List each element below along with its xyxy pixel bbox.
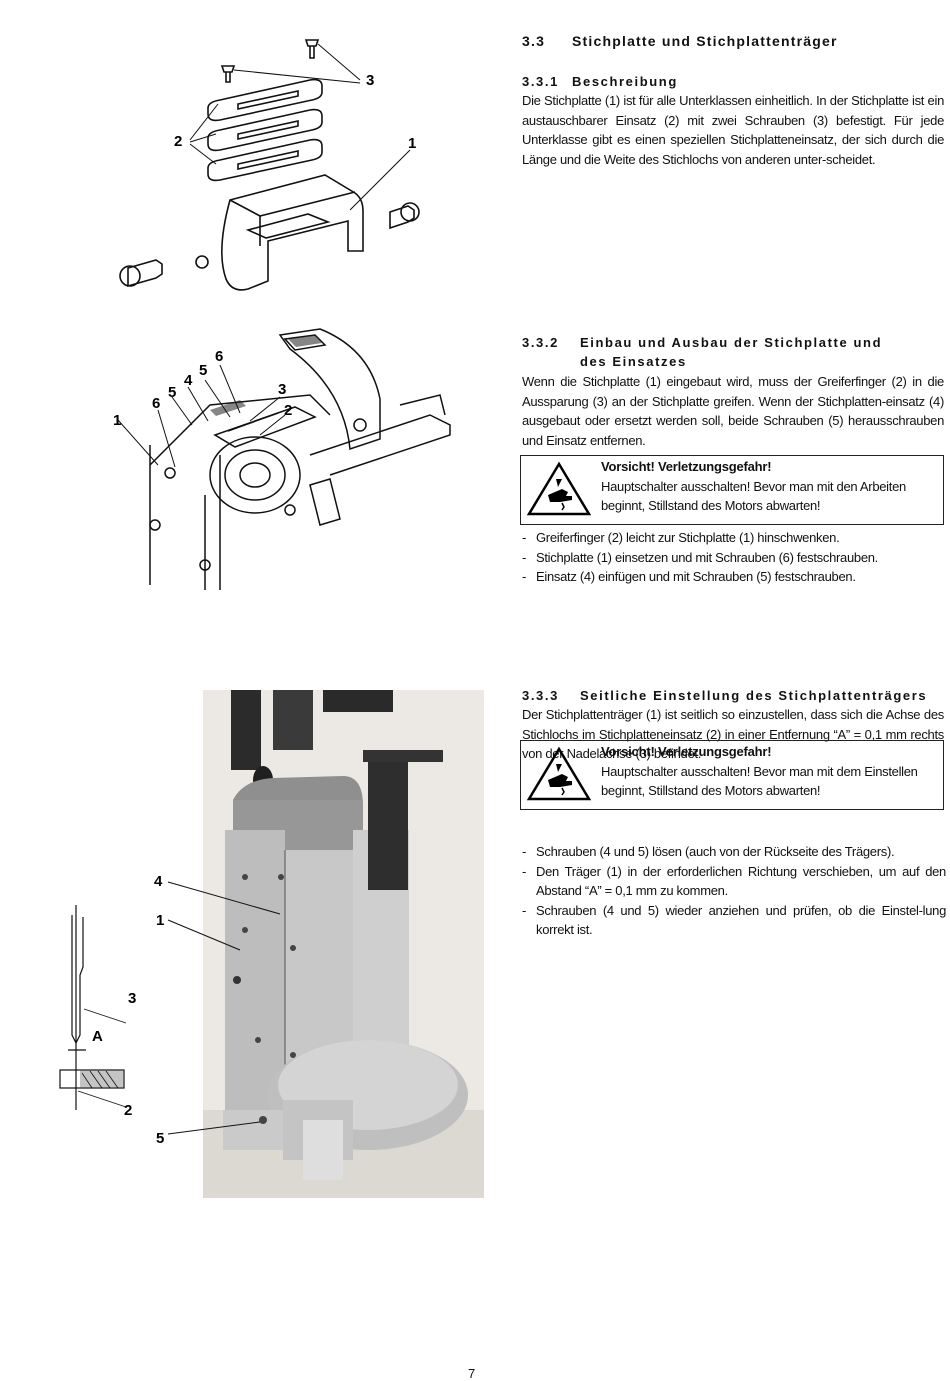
list-dash: - [522, 863, 527, 879]
fig2-label-screws5b: 5 [199, 362, 208, 379]
fig2-label-finger: 2 [284, 402, 293, 419]
list-dash: - [522, 902, 527, 918]
list-dash: - [522, 549, 527, 565]
subsection-2-text: Wenn die Stichplatte (1) eingebaut wird,… [522, 374, 944, 448]
warning-1-title: Vorsicht! Verletzungsgefahr! [601, 459, 772, 474]
page-number: 7 [468, 1366, 476, 1381]
list-item: -Stichplatte (1) einsetzen und mit Schra… [522, 548, 946, 568]
section-heading: 3.3 Stichplatte und Stichplattenträger [522, 33, 838, 49]
photo-leader-lines [167, 881, 281, 1135]
warning-1-text: Hauptschalter ausschalten! Bevor man mit… [601, 479, 906, 513]
fig3-label-screw4: 4 [154, 873, 163, 890]
fig2-label-recess: 3 [278, 381, 287, 398]
section-number: 3.3 [522, 33, 546, 49]
subsection-1-title: Beschreibung [572, 74, 678, 89]
warning-box-2: Vorsicht! Verletzungsgefahr! Hauptschalt… [520, 740, 944, 810]
step-text: Stichplatte (1) einsetzen und mit Schrau… [536, 549, 878, 565]
subsection-3-text: Der Stichplattenträger (1) ist seitlich … [522, 707, 944, 761]
fig2-label-screws6b: 6 [215, 348, 224, 365]
list-item: -Schrauben (4 und 5) wieder anziehen und… [522, 901, 946, 940]
fig2-label-screws6a: 6 [152, 395, 161, 412]
subsection-1-number: 3.3.1 [522, 74, 559, 89]
list-item: -Greiferfinger (2) leicht zur Stichplatt… [522, 528, 946, 548]
fig1-label-plate: 1 [408, 135, 417, 152]
stitch-plate-installation-drawing [117, 328, 451, 590]
subsection-2-heading: 3.3.2 Einbau und Ausbau der Stichplatte u… [522, 333, 882, 371]
section-title: Stichplatte und Stichplattenträger [572, 33, 838, 49]
fig1-label-insert: 2 [174, 133, 183, 150]
list-item: -Einsatz (4) einfügen und mit Schrauben … [522, 567, 946, 587]
list-dash: - [522, 530, 527, 545]
fig2-label-plate: 1 [113, 412, 122, 429]
subsection-3-title: Seitliche Einstellung des Stichplattentr… [580, 688, 928, 703]
stitch-plate-exploded-drawing [119, 39, 420, 291]
list-item: -Schrauben (4 und 5) lösen (auch von der… [522, 842, 946, 862]
warning-box-1: Vorsicht! Verletzungsgefahr! Hauptschalt… [520, 455, 944, 525]
fig2-label-screws5a: 5 [168, 384, 177, 401]
needle-axis-sketch [59, 905, 127, 1110]
fig3-label-distance: A [92, 1028, 103, 1045]
fig3-label-needle: 3 [128, 990, 137, 1007]
step-text: Greiferfinger (2) leicht zur Stichplatte… [536, 530, 840, 545]
list-dash: - [522, 569, 527, 584]
warning-2-text: Hauptschalter ausschalten! Bevor man mit… [601, 764, 918, 798]
subsection-2-title-line1: Einbau und Ausbau der Stichplatte und [580, 335, 883, 350]
subsection-1-heading: 3.3.1 Beschreibung [522, 72, 678, 91]
subsection-2-number: 3.3.2 [522, 335, 559, 350]
list-dash: - [522, 844, 527, 859]
step-text: Den Träger (1) in der erforderlichen Ric… [536, 863, 946, 899]
step-text: Schrauben (4 und 5) lösen (auch von der … [536, 844, 895, 859]
stitch-plate-carrier-photo [203, 690, 484, 1198]
fig2-label-insert: 4 [184, 372, 193, 389]
hand-injury-warning-icon [526, 461, 592, 516]
subsection-3-heading: 3.3.3 Seitliche Einstellung des Stichplat… [522, 686, 927, 705]
subsection-2-steps: -Greiferfinger (2) leicht zur Stichplatt… [522, 528, 946, 587]
subsection-2-title-line2: des Einsatzes [580, 354, 687, 369]
subsection-1-text: Die Stichplatte (1) ist für alle Unterkl… [522, 93, 944, 167]
fig3-label-carrier: 1 [156, 912, 165, 929]
fig3-label-screw5: 5 [156, 1130, 165, 1147]
subsection-3-number: 3.3.3 [522, 688, 559, 703]
hand-injury-warning-icon [526, 746, 592, 801]
fig3-label-insert: 2 [124, 1102, 133, 1119]
step-text: Schrauben (4 und 5) wieder anziehen und … [536, 902, 946, 938]
subsection-3-steps: -Schrauben (4 und 5) lösen (auch von der… [522, 842, 946, 940]
step-text: Einsatz (4) einfügen und mit Schrauben (… [536, 569, 856, 584]
warning-2-title: Vorsicht! Verletzungsgefahr! [601, 744, 772, 759]
list-item: -Den Träger (1) in der erforderlichen Ri… [522, 862, 946, 901]
fig1-label-screw: 3 [366, 72, 375, 89]
